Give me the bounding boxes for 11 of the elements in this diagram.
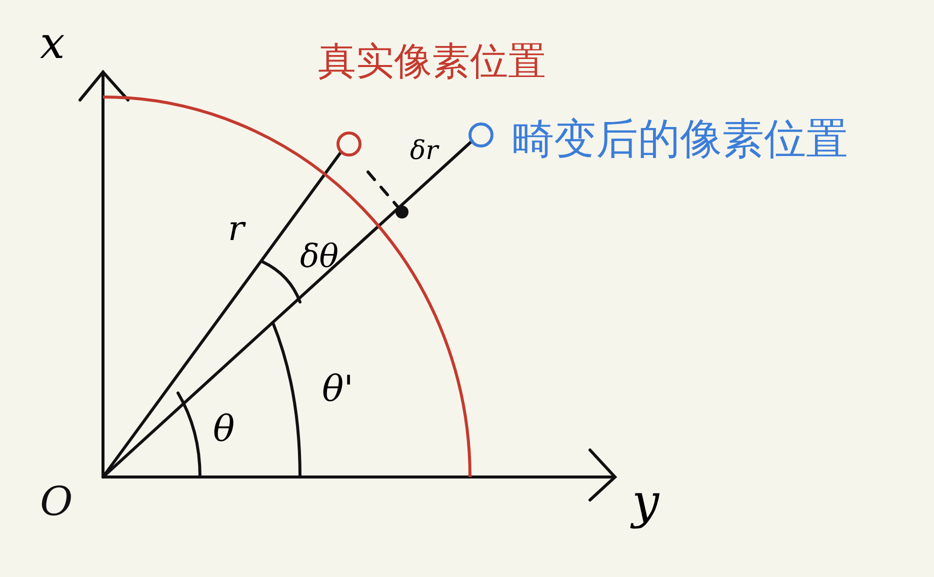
angle-label: θ' [322, 372, 354, 408]
point-label: 畸变后的像素位置 [512, 118, 848, 160]
length-label: δr [410, 138, 438, 164]
origin-label: O [40, 482, 74, 522]
marker-circle [335, 130, 363, 158]
length-label: r [228, 212, 244, 246]
axis-label: x [40, 22, 65, 66]
point-label: 真实像素位置 [318, 42, 546, 80]
angle-label: δθ [300, 240, 339, 272]
marker-circle [467, 121, 495, 149]
angle-label: θ [213, 412, 235, 448]
